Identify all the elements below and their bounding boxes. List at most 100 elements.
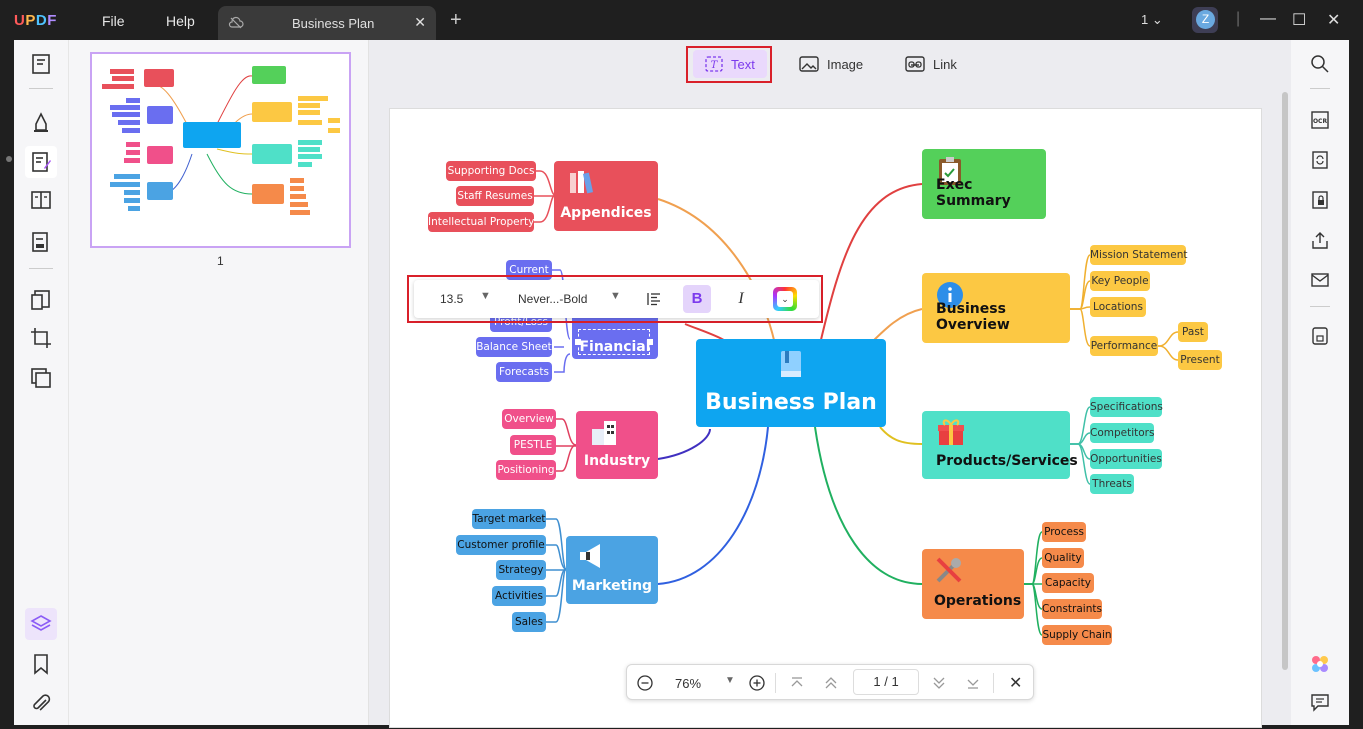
- image-tool-button[interactable]: Image: [799, 50, 863, 78]
- form-icon[interactable]: [29, 230, 53, 254]
- color-picker-button[interactable]: ⌄: [773, 287, 797, 311]
- share-icon[interactable]: [1310, 230, 1330, 250]
- zoom-level[interactable]: 76%: [675, 676, 702, 691]
- megaphone-icon: [580, 544, 600, 568]
- operations-item[interactable]: Quality: [1042, 548, 1084, 568]
- marketing-item[interactable]: Strategy: [496, 560, 546, 580]
- italic-button[interactable]: I: [738, 290, 744, 307]
- email-icon[interactable]: [1310, 270, 1330, 290]
- first-page-icon[interactable]: [789, 675, 805, 691]
- attachment-icon[interactable]: [29, 692, 53, 716]
- page-input[interactable]: 1 / 1: [853, 669, 919, 695]
- new-tab-icon[interactable]: +: [450, 9, 462, 31]
- convert-pdf-icon[interactable]: [1310, 150, 1330, 170]
- marketing-label: Marketing: [571, 578, 653, 594]
- operations-item[interactable]: Process: [1042, 522, 1086, 542]
- text-tool-button[interactable]: T Text: [693, 50, 767, 78]
- avatar[interactable]: Z: [1192, 7, 1218, 33]
- link-tool-button[interactable]: Link: [905, 50, 957, 78]
- organize-pages-icon[interactable]: [29, 288, 53, 312]
- window-count[interactable]: 1 ⌄: [1141, 12, 1163, 27]
- last-page-icon[interactable]: [965, 675, 981, 691]
- operations-item[interactable]: Constraints: [1042, 599, 1102, 619]
- font-size-value[interactable]: 13.5: [440, 292, 464, 306]
- menu-file[interactable]: File: [102, 13, 125, 29]
- cloud-off-icon: [228, 15, 244, 34]
- products-services-node[interactable]: Products/Services: [922, 411, 1078, 479]
- edit-pdf-icon[interactable]: [29, 150, 53, 174]
- industry-item[interactable]: Positioning: [496, 460, 556, 480]
- operations-node[interactable]: Operations: [922, 549, 1024, 619]
- menu-help[interactable]: Help: [166, 13, 195, 29]
- bold-button[interactable]: B: [683, 285, 711, 313]
- svg-text:T: T: [711, 60, 719, 71]
- close-zoom-bar-icon[interactable]: ✕: [1009, 675, 1023, 692]
- svg-text:OCR: OCR: [1313, 118, 1328, 125]
- comments-panel-icon[interactable]: [1310, 692, 1330, 712]
- appendices-item[interactable]: Staff Resumes: [456, 186, 534, 206]
- link-icon: [905, 56, 925, 72]
- font-name-dropdown-icon[interactable]: ▼: [610, 290, 621, 302]
- ai-assistant-icon[interactable]: [1310, 654, 1330, 674]
- products-item[interactable]: Specifications: [1090, 397, 1163, 417]
- center-node[interactable]: Business Plan: [696, 339, 886, 427]
- exec-summary-label: Exec Summary: [936, 177, 1011, 209]
- reader-icon[interactable]: [29, 52, 53, 76]
- convert-icon[interactable]: [29, 366, 53, 390]
- marketing-item[interactable]: Target market: [472, 509, 546, 529]
- maximize-icon[interactable]: ☐: [1292, 12, 1307, 29]
- financial-item[interactable]: Forecasts: [496, 362, 552, 382]
- products-item[interactable]: Opportunities: [1090, 449, 1162, 469]
- page-view-icon[interactable]: [29, 188, 53, 212]
- financial-item[interactable]: Balance Sheet: [476, 337, 552, 357]
- performance-item[interactable]: Past: [1178, 322, 1208, 342]
- marketing-node[interactable]: Marketing: [566, 536, 658, 604]
- vertical-scrollbar[interactable]: [1282, 92, 1288, 670]
- search-icon[interactable]: [1310, 54, 1330, 74]
- font-size-dropdown-icon[interactable]: ▼: [480, 290, 491, 302]
- bookmark-icon[interactable]: [29, 652, 53, 676]
- comment-icon[interactable]: [29, 110, 53, 134]
- operations-item[interactable]: Capacity: [1042, 573, 1094, 593]
- industry-item[interactable]: PESTLE: [510, 435, 556, 455]
- appendices-item[interactable]: Intellectual Property: [428, 212, 534, 232]
- close-window-icon[interactable]: ✕: [1327, 12, 1341, 29]
- products-item[interactable]: Threats: [1090, 474, 1134, 494]
- save-icon[interactable]: [1310, 326, 1330, 346]
- products-item[interactable]: Competitors: [1090, 423, 1154, 443]
- layers-icon[interactable]: [29, 612, 53, 636]
- zoom-dropdown-icon[interactable]: ▼: [725, 675, 735, 686]
- minimize-icon[interactable]: —: [1260, 10, 1276, 27]
- zoom-in-icon[interactable]: [749, 675, 765, 691]
- zoom-out-icon[interactable]: [637, 675, 653, 691]
- protect-icon[interactable]: [1310, 190, 1330, 210]
- industry-node[interactable]: Industry: [576, 411, 658, 479]
- divider: [775, 673, 776, 693]
- appendices-item[interactable]: Supporting Docs: [446, 161, 536, 181]
- close-tab-icon[interactable]: ✕: [414, 14, 426, 30]
- industry-item[interactable]: Overview: [502, 409, 556, 429]
- document-tab[interactable]: Business Plan ✕: [218, 6, 436, 40]
- ocr-icon[interactable]: OCR: [1310, 110, 1330, 130]
- overview-item[interactable]: Mission Statement: [1090, 245, 1188, 265]
- next-page-icon[interactable]: [931, 675, 947, 691]
- overview-item[interactable]: Key People: [1090, 271, 1150, 291]
- right-toolbar: OCR: [1291, 40, 1349, 725]
- page-thumbnail[interactable]: [90, 52, 351, 248]
- previous-page-icon[interactable]: [823, 675, 839, 691]
- resize-handle[interactable]: [574, 338, 582, 346]
- appendices-node[interactable]: Appendices: [554, 161, 658, 231]
- marketing-item[interactable]: Activities: [492, 586, 546, 606]
- crop-icon[interactable]: [29, 326, 53, 350]
- marketing-item[interactable]: Customer profile: [456, 535, 546, 555]
- overview-item[interactable]: Locations: [1090, 297, 1146, 317]
- operations-item[interactable]: Supply Chain: [1042, 625, 1112, 645]
- marketing-item[interactable]: Sales: [512, 612, 546, 632]
- exec-summary-node[interactable]: Exec Summary: [922, 149, 1046, 219]
- align-icon[interactable]: [646, 291, 662, 307]
- overview-item[interactable]: Performance: [1090, 336, 1158, 356]
- business-overview-node[interactable]: Business Overview: [922, 273, 1070, 343]
- font-name-value[interactable]: Never...-Bold: [518, 292, 588, 306]
- performance-item[interactable]: Present: [1178, 350, 1222, 370]
- resize-handle[interactable]: [646, 338, 654, 346]
